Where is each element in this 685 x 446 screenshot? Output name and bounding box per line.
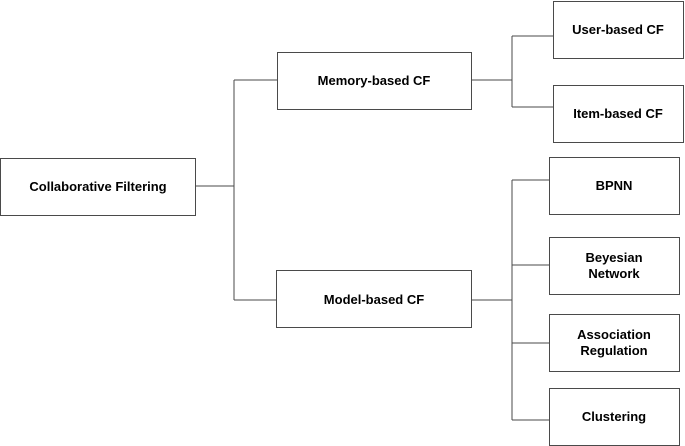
node-memory-based-cf: Memory-based CF xyxy=(277,52,472,110)
node-bpnn-label: BPNN xyxy=(596,178,633,193)
node-model-based-cf: Model-based CF xyxy=(276,270,472,328)
node-item-based-cf: Item-based CF xyxy=(553,85,684,143)
node-collaborative-filtering: Collaborative Filtering xyxy=(0,158,196,216)
node-bpnn: BPNN xyxy=(549,157,680,215)
node-clustering: Clustering xyxy=(549,388,680,446)
node-item-based-cf-label: Item-based CF xyxy=(573,106,663,121)
connectors xyxy=(196,35,553,421)
node-user-based-cf-label: User-based CF xyxy=(572,22,664,37)
node-model-based-cf-label: Model-based CF xyxy=(324,292,424,307)
node-memory-based-cf-label: Memory-based CF xyxy=(318,73,431,88)
node-clustering-label: Clustering xyxy=(582,409,646,424)
node-collaborative-filtering-label: Collaborative Filtering xyxy=(29,179,166,194)
node-user-based-cf: User-based CF xyxy=(553,1,684,59)
